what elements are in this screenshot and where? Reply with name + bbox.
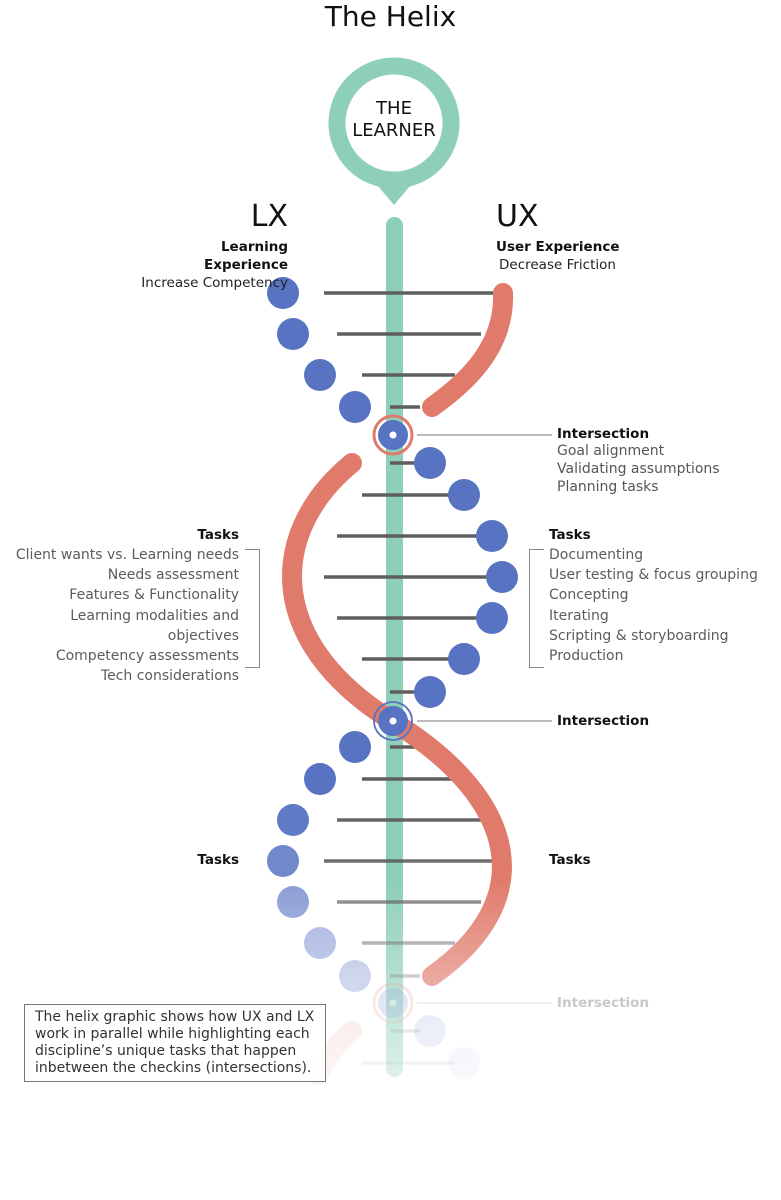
lx-dot: [304, 763, 336, 795]
learner-pin-icon: [328, 57, 460, 205]
ux-task-item: Documenting: [549, 547, 644, 563]
lx-dot: [267, 277, 299, 309]
ux-label: UX: [496, 199, 539, 234]
learner-label: THE LEARNER: [342, 98, 446, 142]
lx-dot: [339, 391, 371, 423]
ux-task-item: Scripting & storyboarding: [549, 627, 729, 644]
lx-dot: [339, 731, 371, 763]
ux-tasks-bracket: [529, 549, 544, 668]
lx-dot: [486, 561, 518, 593]
lx-task-item: Features & Functionality: [69, 587, 239, 604]
lx-tasks-heading: Tasks: [197, 527, 239, 543]
intersection-1-callout: Intersection Goal alignment Validating a…: [557, 426, 720, 496]
intersection-1-title: Intersection: [557, 426, 650, 442]
lx-task-item: Tech considerations: [100, 668, 239, 685]
ux-tasks-heading: Tasks: [549, 527, 591, 543]
lx-task-item: Competency assessments: [55, 648, 239, 665]
lx-name: Learning Experience: [204, 239, 288, 273]
lx-dot: [414, 676, 446, 708]
learner-line-2: LEARNER: [352, 120, 436, 141]
lx-dot: [304, 359, 336, 391]
lx-task-item: Needs assessment: [107, 567, 239, 584]
lx-task-item: Client wants vs. Learning needs: [15, 547, 239, 563]
ux-task-item: Production: [549, 648, 624, 665]
ux-task-item: User testing & focus grouping: [549, 567, 758, 584]
ux-tasks-heading-2: Tasks: [549, 852, 591, 868]
lx-label: LX: [250, 199, 288, 234]
lx-tasks-heading-2: Tasks: [197, 852, 239, 868]
ux-strand-segment: [422, 283, 514, 417]
lx-header: LX Learning Experience Increase Competen…: [140, 200, 288, 292]
lx-dot: [476, 520, 508, 552]
intersection-2-title: Intersection: [557, 713, 650, 729]
ux-goal: Decrease Friction: [499, 257, 616, 273]
lx-dot: [448, 479, 480, 511]
intersection-node-icon: [372, 414, 414, 456]
intersection-1-item: Validating assumptions: [557, 461, 720, 477]
intersection-node-icon: [373, 701, 413, 741]
lx-dot: [448, 643, 480, 675]
lx-dot: [277, 804, 309, 836]
explanation-note: The helix graphic shows how UX and LX wo…: [24, 1004, 326, 1082]
lx-task-list: Client wants vs. Learning needs Needs as…: [0, 545, 239, 686]
intersection-1-item: Goal alignment: [557, 443, 665, 459]
lx-dot: [277, 318, 309, 350]
lx-task-item: Learning modalities and objectives: [70, 607, 239, 644]
learner-line-1: THE: [376, 98, 412, 119]
ux-header: UX User Experience Decrease Friction: [496, 200, 656, 274]
ux-task-item: Concepting: [549, 587, 629, 604]
lx-dot: [476, 602, 508, 634]
lx-dot: [414, 447, 446, 479]
lx-tasks-bracket: [245, 549, 260, 668]
intersection-3-title: Intersection: [557, 995, 650, 1011]
intersection-1-items: Goal alignment Validating assumptions Pl…: [557, 442, 720, 496]
page-title: The Helix: [324, 0, 457, 33]
ux-task-item: Iterating: [549, 607, 609, 624]
ux-task-list: Documenting User testing & focus groupin…: [549, 545, 781, 666]
lx-goal: Increase Competency: [141, 275, 288, 291]
lx-dot: [267, 845, 299, 877]
ux-name: User Experience: [496, 239, 620, 255]
intersection-1-item: Planning tasks: [557, 479, 659, 495]
